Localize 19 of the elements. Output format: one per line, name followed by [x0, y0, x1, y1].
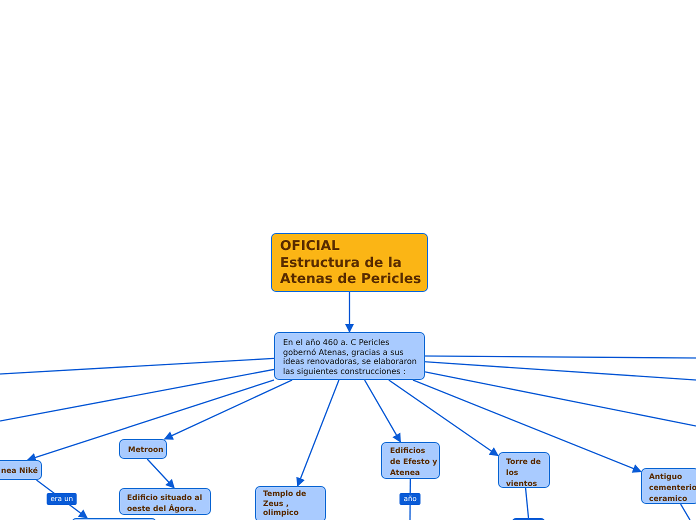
title-box: [271, 233, 428, 292]
topic-box: [0, 460, 42, 480]
arrow: [388, 379, 499, 456]
arrow: [412, 379, 642, 473]
topic-box: [119, 439, 167, 459]
arrow: [296, 380, 340, 487]
topic-box: [255, 486, 326, 520]
topic-box: [274, 332, 425, 380]
arrow: [364, 380, 402, 443]
node-text: En el año 460 a. C Pericles gobernó Atenas, gracias a sus ideas renovadoras, se elaboraron las siguientes construcciones :: [283, 338, 418, 376]
topic-box: [641, 468, 696, 504]
topic-box: [381, 442, 440, 479]
arrow: [146, 458, 175, 489]
arrow: [344, 292, 354, 333]
topic-box: [498, 452, 550, 488]
arrow: [164, 379, 292, 440]
arrow: [26, 379, 274, 462]
topic-box: [119, 488, 211, 515]
node-text: OFICIAL Estructura de la Atenas de Pericles: [280, 238, 422, 288]
